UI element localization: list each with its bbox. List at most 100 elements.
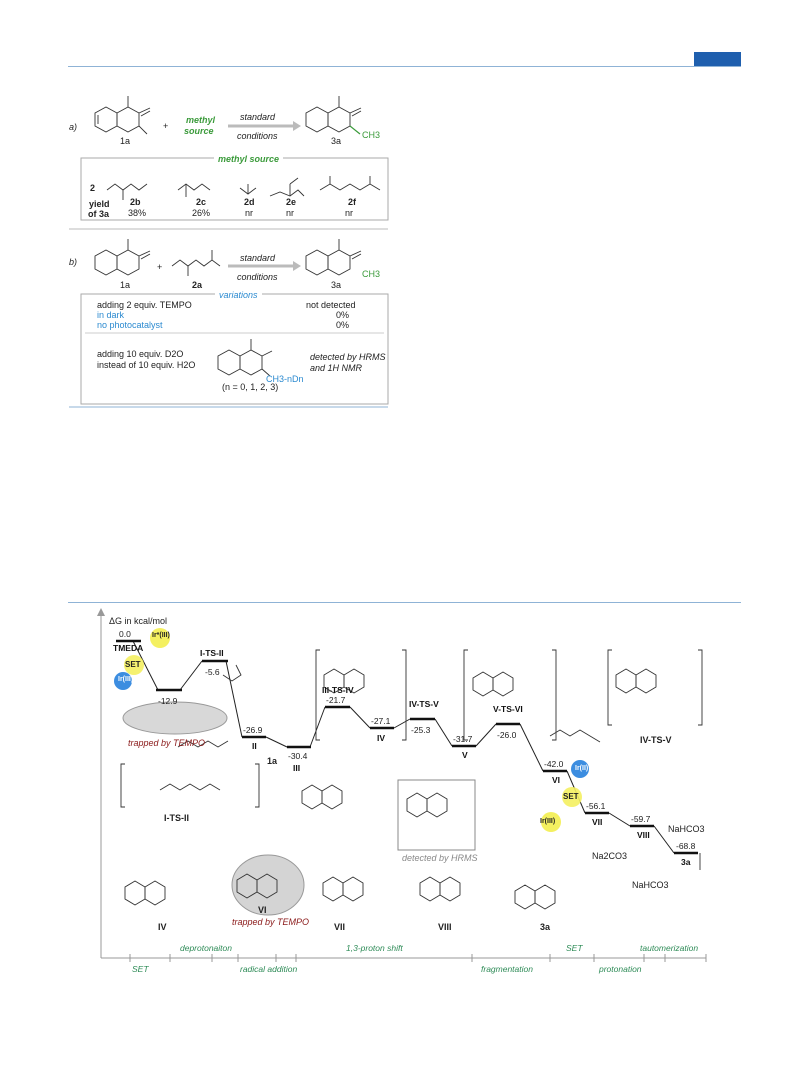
energy-vi: -42.0 [544,759,564,769]
conditions-b-2: conditions [237,272,278,282]
d2o-line-2: instead of 10 equiv. H2O [97,360,196,370]
energy-iv-ts-v: -25.3 [411,725,431,735]
y-axis-label: ΔG in kcal/mol [109,616,168,626]
stage-proton-shift: 1,3-proton shift [346,943,403,953]
source-2e-label: 2e [286,197,297,207]
variation-row-0: adding 2 equiv. TEMPO [97,300,192,310]
plus-b: + [157,262,163,272]
tmeda-2a [171,250,221,276]
energy-viii: -59.7 [631,814,651,824]
label-3a: 3a [681,857,691,867]
energy-tmeda: 0.0 [119,629,131,639]
label-its: I-TS-II [200,648,224,658]
variation-result-2: 0% [336,320,350,330]
conditions-b-1: standard [240,253,276,263]
energy-iii-ts-iv: -21.7 [326,695,346,705]
struct-vi: VI [258,905,267,915]
energy-v: -31.7 [453,734,473,744]
label-iii: III [293,763,300,773]
amine-2c [177,183,211,197]
row-header-of3a: of 3a [88,209,110,219]
set-2: SET [563,792,579,801]
header-tab [694,52,741,66]
variation-result-1: 0% [336,310,350,320]
label-1a-b: 1a [120,280,131,290]
stage-radical-addition: radical addition [240,964,297,974]
set-1: SET [125,660,141,669]
deuterated-product [217,339,273,377]
product-3a-b [305,239,362,276]
stage-fragmentation: fragmentation [481,964,533,974]
ir-iii-1: Ir(III) [118,676,134,683]
stage-set-top: SET [566,943,583,953]
quinoxalinone-1a-b [94,239,151,276]
label-vii: VII [592,817,602,827]
source-2c-label: 2c [196,197,207,207]
source-2e-yield: nr [286,208,295,218]
struct-vii: VII [334,922,346,932]
trapped-2: trapped by TEMPO [232,917,310,927]
methyl-source-2: source [184,126,214,136]
source-2c-yield: 26% [192,208,211,218]
stage-tautomerization: tautomerization [640,943,698,953]
top-rule [68,66,741,67]
ch3-b: CH3 [362,269,381,279]
source-2b-label: 2b [130,197,141,207]
quinoxalinone-1a-a [94,96,151,135]
label-v-ts-vi: V-TS-VI [493,704,523,714]
struct-viii: VIII [438,922,452,932]
row-header-2: 2 [90,183,96,193]
label-v: V [462,750,468,760]
source-2f-yield: nr [345,208,354,218]
energy-iii: -30.4 [288,751,308,761]
hrms-line-2: and 1H NMR [310,363,363,373]
source-2b-yield: 38% [128,208,147,218]
ir-star: Ir*(III) [152,632,170,639]
row-header-yield: yield [89,199,110,209]
label-ii: II [252,741,257,751]
energy-iv: -27.1 [371,716,391,726]
stage-set-bottom: SET [132,964,149,974]
hrms-line-1: detected by HRMS [310,352,386,362]
energy-v-ts-vi: -26.0 [497,730,517,740]
label-iii-ts-iv: III-TS-IV [322,685,354,695]
variations-title: variations [215,290,262,300]
amine-2b [106,183,148,200]
d-product-sub: CH3-nDn [266,374,304,384]
nahco3-out: NaHCO3 [632,880,669,890]
struct-iv: IV [158,922,167,932]
label-2a: 2a [192,280,203,290]
detected-hrms: detected by HRMS [402,853,478,863]
conditions-a-1: standard [240,112,276,122]
label-viii: VIII [637,830,650,840]
amine-2f [319,176,381,191]
stage-deprotonation: deprotonaiton [180,943,232,953]
ch3-a: CH3 [362,130,381,140]
source-2f-label: 2f [348,197,357,207]
variation-result-0: not detected [306,300,356,310]
plus-a: + [163,121,169,131]
conditions-a-2: conditions [237,131,278,141]
variation-row-2: no photocatalyst [97,320,163,330]
its-label: I-TS-II [164,813,189,823]
section-b-label: b) [69,257,78,267]
source-2d-yield: nr [245,208,254,218]
struct-3a: 3a [540,922,551,932]
label-vi: VI [552,775,560,785]
na2co3: Na2CO3 [592,851,628,861]
energy-its: -5.6 [205,667,220,677]
label-iv: IV [377,733,385,743]
amine-2e [269,177,305,197]
label-1a-a: 1a [120,136,131,146]
reagent-1a: 1a [267,756,278,766]
energy-ii: -26.9 [243,725,263,735]
nahco3-in: NaHCO3 [668,824,705,834]
d2o-line-1: adding 10 equiv. D2O [97,349,184,359]
stage-protonation: protonation [598,964,642,974]
n-values: (n = 0, 1, 2, 3) [222,382,279,392]
source-2d-label: 2d [244,197,255,207]
label-3a-a: 3a [331,136,342,146]
diagram-top-rule [68,602,741,603]
variation-row-1: in dark [97,310,125,320]
